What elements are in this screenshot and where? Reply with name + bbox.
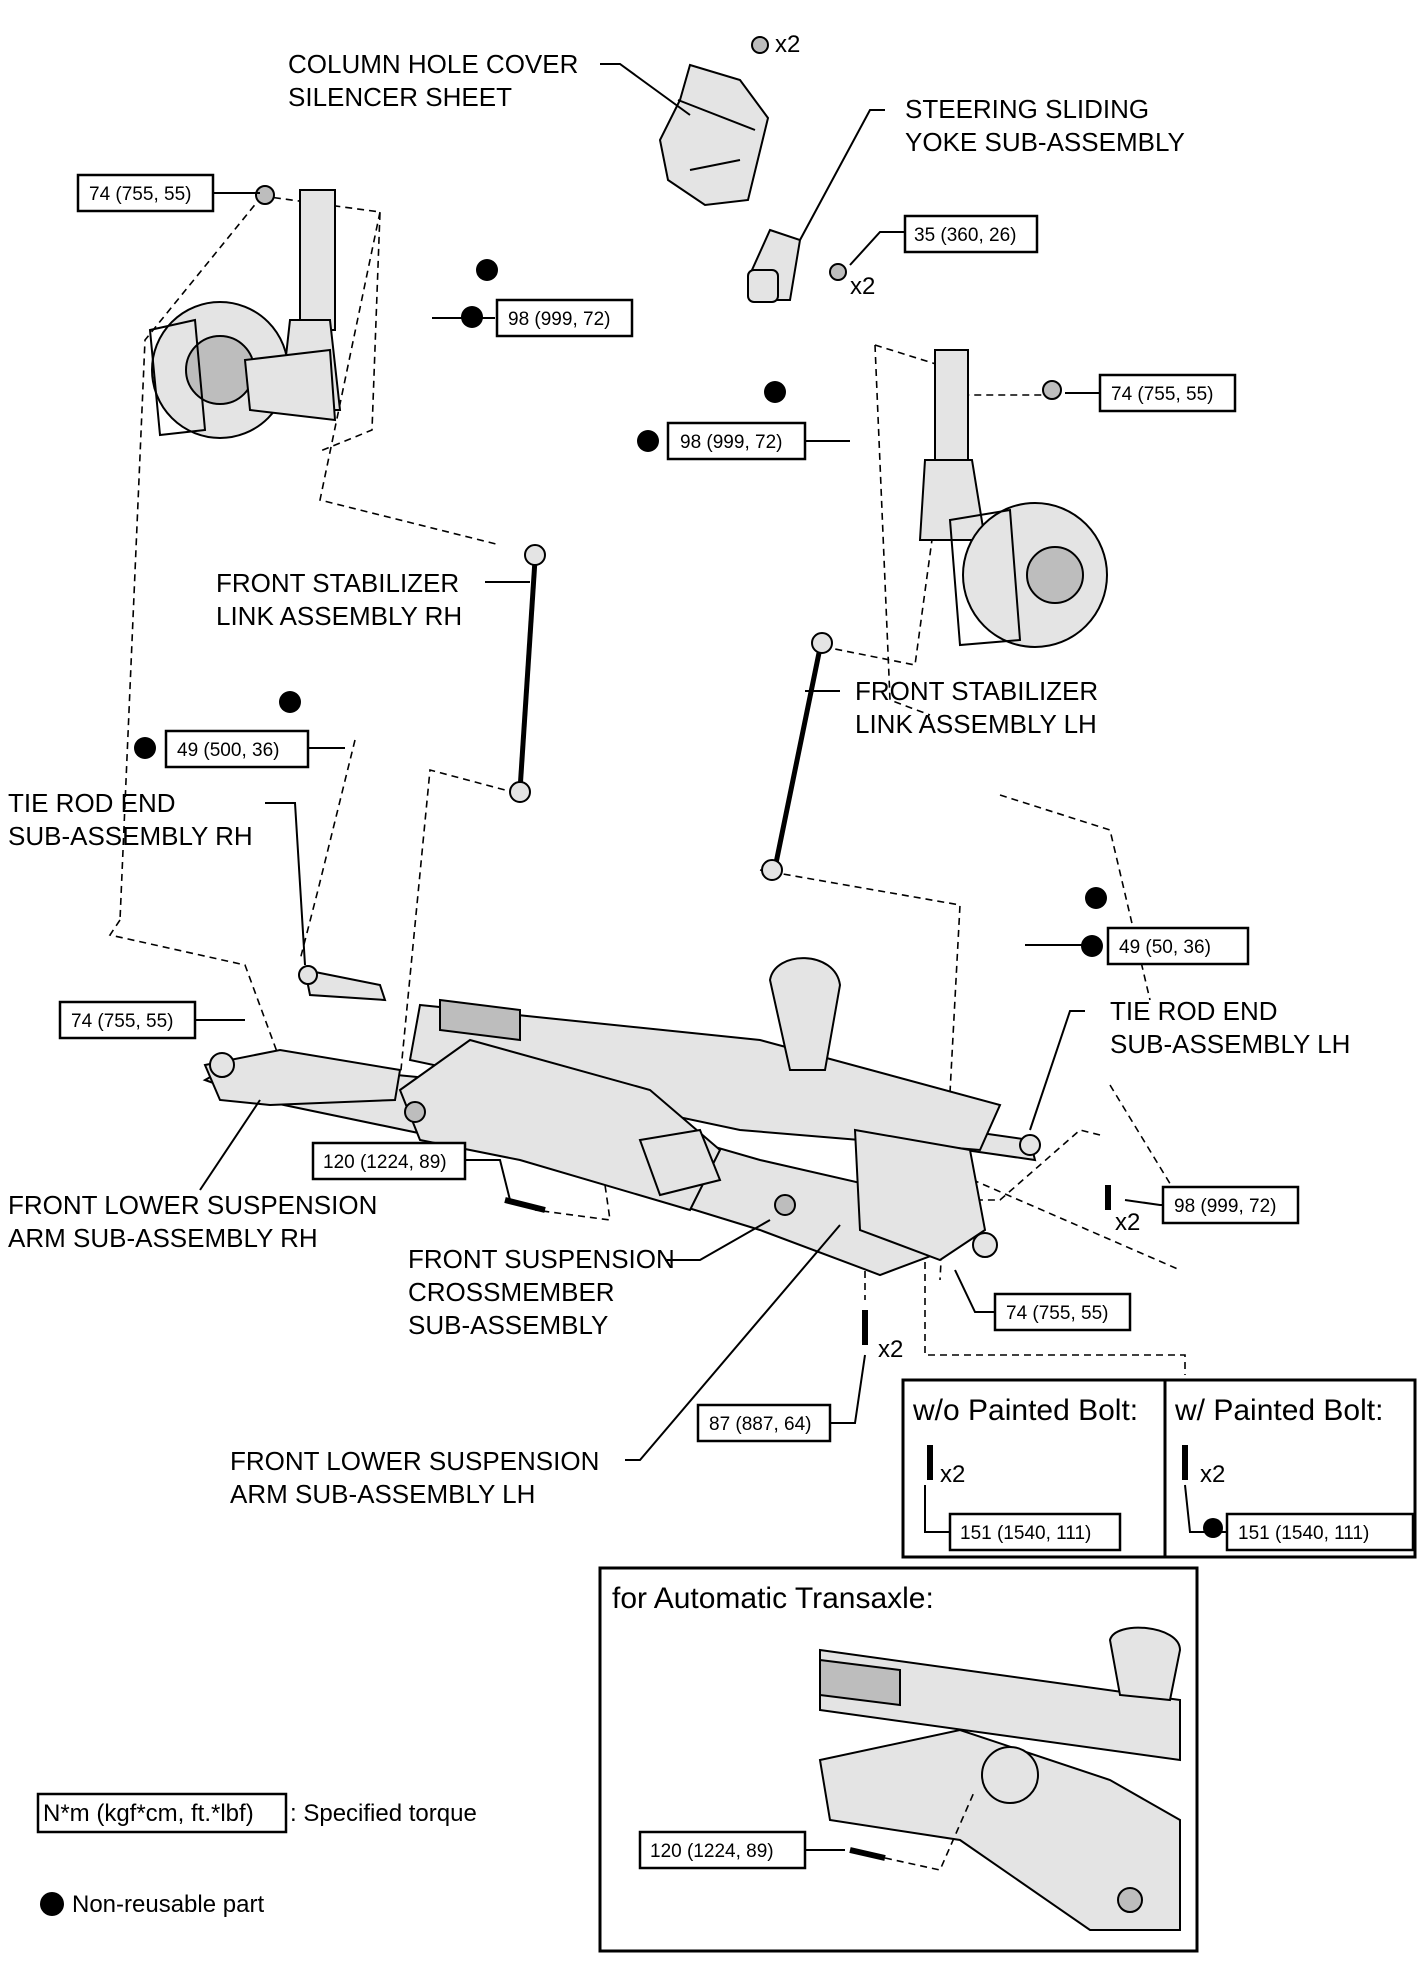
non-reusable-dot [764, 381, 786, 403]
legend-torque-desc: : Specified torque [290, 1800, 477, 1827]
tie-rod-end-rh [298, 965, 387, 1002]
label-stab-link-lh-1: FRONT STABILIZER [855, 676, 1098, 706]
torque-87: 87 (887, 64) [709, 1414, 811, 1435]
qty-87: x2 [878, 1336, 903, 1363]
label-column-hole-cover-1: COLUMN HOLE COVER [288, 49, 578, 79]
non-reusable-dot [476, 259, 498, 281]
label-steering-yoke-1: STEERING SLIDING [905, 94, 1149, 124]
leader-lines [195, 63, 1227, 1851]
label-tie-rod-rh-2: SUB-ASSEMBLY RH [8, 821, 253, 851]
steering-rack-crossmember [202, 957, 1002, 1277]
torque-74-lower-right: 74 (755, 55) [1006, 1303, 1108, 1324]
label-crossmember-3: SUB-ASSEMBLY [408, 1310, 608, 1340]
torque-49-right: 49 (50, 36) [1119, 937, 1211, 958]
non-reusable-dot [637, 430, 659, 452]
label-steering-yoke-2: YOKE SUB-ASSEMBLY [905, 127, 1185, 157]
label-lower-arm-rh-1: FRONT LOWER SUSPENSION [8, 1190, 377, 1220]
automatic-transaxle-inset: for Automatic Transaxle: [598, 1566, 1199, 1953]
legend-non-reusable-dot [40, 1892, 64, 1916]
label-stab-link-lh-2: LINK ASSEMBLY LH [855, 709, 1097, 739]
non-reusable-dot [279, 691, 301, 713]
torque-98-upper-left: 98 (999, 72) [508, 309, 610, 330]
torque-120-main: 120 (1224, 89) [323, 1152, 447, 1173]
qty-yoke-bolt: x2 [850, 273, 875, 300]
inset-title: for Automatic Transaxle: [612, 1582, 934, 1615]
stabilizer-link-rh [509, 544, 546, 803]
non-reusable-dot [1203, 1518, 1223, 1538]
label-stab-link-rh-2: LINK ASSEMBLY RH [216, 601, 462, 631]
painted-bolt-variants: w/o Painted Bolt: w/ Painted Bolt: [901, 1378, 1417, 1559]
non-reusable-dot [134, 737, 156, 759]
torque-151-with: 151 (1540, 111) [1238, 1523, 1369, 1544]
column-hole-cover-silencer-sheet [658, 36, 770, 207]
legend: N*m (kgf*cm, ft.*lbf) : Specified torque… [36, 1792, 477, 1918]
label-tie-rod-lh-1: TIE ROD END [1110, 996, 1278, 1026]
torque-49-left: 49 (500, 36) [177, 740, 279, 761]
stabilizer-link-lh [761, 632, 833, 881]
label-lower-arm-rh-2: ARM SUB-ASSEMBLY RH [8, 1223, 318, 1253]
torque-74-top-left: 74 (755, 55) [89, 184, 191, 205]
lower-arm-rh [203, 1048, 402, 1107]
variant-with-painted-bolt: w/ Painted Bolt: [1174, 1394, 1383, 1427]
torque-boxes: 74 (755, 55) 35 (360, 26) 98 (999, 72) 7… [58, 173, 1415, 1870]
label-stab-link-rh-1: FRONT STABILIZER [216, 568, 459, 598]
steering-sliding-yoke [747, 228, 847, 303]
label-crossmember-1: FRONT SUSPENSION [408, 1244, 675, 1274]
knuckle-strut-rh [148, 185, 342, 439]
torque-35: 35 (360, 26) [914, 225, 1016, 246]
torque-151-without: 151 (1540, 111) [960, 1523, 1091, 1544]
legend-non-reusable: Non-reusable part [72, 1891, 264, 1918]
knuckle-strut-lh [918, 349, 1108, 648]
qty-98-lower-right: x2 [1115, 1209, 1140, 1236]
torque-98-upper-right: 98 (999, 72) [680, 432, 782, 453]
non-reusable-dot [1085, 887, 1107, 909]
torque-120-inset: 120 (1224, 89) [650, 1841, 774, 1862]
label-tie-rod-rh-1: TIE ROD END [8, 788, 176, 818]
bolts [504, 1185, 1188, 1861]
qty-cover-nut: x2 [775, 31, 800, 58]
torque-98-lower-right: 98 (999, 72) [1174, 1196, 1276, 1217]
legend-torque-key: N*m (kgf*cm, ft.*lbf) [43, 1800, 254, 1827]
part-labels: COLUMN HOLE COVER SILENCER SHEET STEERIN… [8, 49, 1350, 1509]
quantity-tags: x2 x2 x2 x2 x2 x2 [775, 31, 1225, 1488]
torque-74-mid-left: 74 (755, 55) [71, 1011, 173, 1032]
label-tie-rod-lh-2: SUB-ASSEMBLY LH [1110, 1029, 1350, 1059]
qty-151-with: x2 [1200, 1461, 1225, 1488]
variant-without-painted-bolt: w/o Painted Bolt: [912, 1394, 1138, 1427]
qty-151-without: x2 [940, 1461, 965, 1488]
label-column-hole-cover-2: SILENCER SHEET [288, 82, 512, 112]
label-crossmember-2: CROSSMEMBER [408, 1277, 615, 1307]
lower-arm-lh [853, 1128, 998, 1262]
label-lower-arm-lh-2: ARM SUB-ASSEMBLY LH [230, 1479, 535, 1509]
torque-74-upper-right: 74 (755, 55) [1111, 384, 1213, 405]
label-lower-arm-lh-1: FRONT LOWER SUSPENSION [230, 1446, 599, 1476]
